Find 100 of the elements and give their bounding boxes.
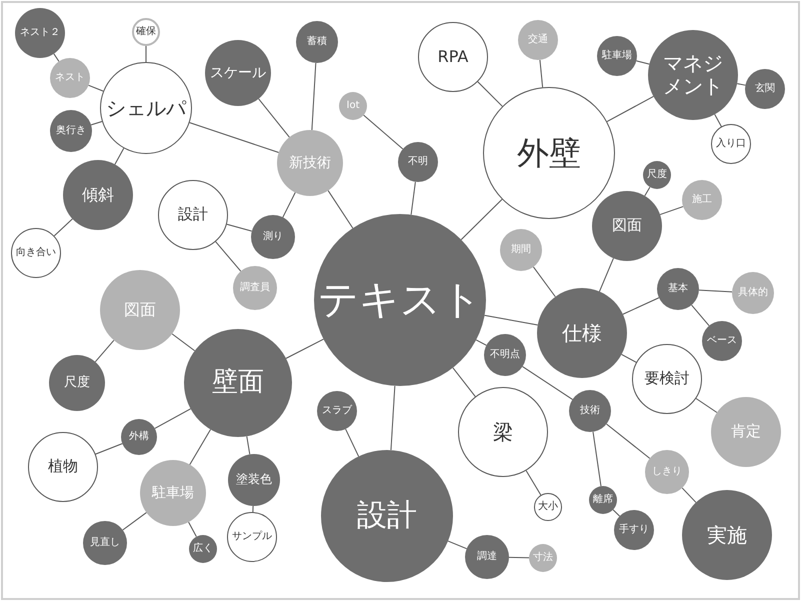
topic-circle xyxy=(745,69,785,109)
connector-line xyxy=(598,258,614,292)
connector-line xyxy=(363,114,404,150)
topic-circle xyxy=(227,512,277,562)
connector-line xyxy=(286,338,324,359)
topic-label: 手すり xyxy=(619,524,649,536)
connector-line xyxy=(189,429,212,466)
topic-label: スケール xyxy=(210,64,266,82)
connector-line xyxy=(682,487,696,503)
connector-line xyxy=(460,198,503,240)
topic-label: スラブ xyxy=(322,405,352,417)
topic-circle xyxy=(529,544,557,572)
connector-line xyxy=(54,218,73,236)
topic-label: 図面 xyxy=(124,300,156,320)
topic-label: テキスト xyxy=(318,277,482,323)
connector-line xyxy=(508,556,530,558)
topic-label: 不明点 xyxy=(490,349,520,361)
topic-circle xyxy=(534,493,562,521)
topic-label: 肯定 xyxy=(731,423,761,441)
topic-circle xyxy=(339,92,367,120)
topic-circle xyxy=(15,8,65,58)
connector-line xyxy=(636,60,650,65)
topic-label: 期間 xyxy=(511,244,531,256)
topic-label: 離席 xyxy=(593,494,613,506)
topic-label: 向き合い xyxy=(16,247,56,259)
topic-label: 蓄積 xyxy=(307,36,327,48)
topic-circle xyxy=(121,419,157,455)
connector-line xyxy=(484,314,538,326)
connector-line xyxy=(90,120,103,126)
topic-circle xyxy=(657,268,699,310)
topic-label: 寸法 xyxy=(533,552,553,564)
topic-label: シェルパ xyxy=(106,96,186,120)
connector-line xyxy=(94,340,114,362)
topic-label: 傾斜 xyxy=(82,186,114,204)
topic-label: 玄関 xyxy=(755,83,775,95)
connector-line xyxy=(172,333,196,352)
topic-label: ネスト２ xyxy=(20,27,60,39)
connector-line xyxy=(606,424,650,459)
connector-line xyxy=(122,512,147,530)
topic-label: 設計 xyxy=(357,498,417,534)
topic-circle xyxy=(317,391,357,431)
connector-line xyxy=(345,428,360,457)
connector-line xyxy=(522,366,573,400)
topic-label: 確保 xyxy=(136,26,156,38)
topic-label: 見直し xyxy=(90,537,120,549)
topic-label: 壁面 xyxy=(212,368,264,398)
topic-circle xyxy=(228,454,280,506)
connector-line xyxy=(698,290,733,292)
topic-label: 外構 xyxy=(129,431,149,443)
connector-line xyxy=(53,53,60,62)
topic-circle xyxy=(465,535,509,579)
connector-line xyxy=(644,186,650,196)
topic-label: しきり xyxy=(652,466,682,478)
topic-label: 測り xyxy=(263,231,283,243)
connector-line xyxy=(452,367,476,398)
topic-label: サンプル xyxy=(232,531,272,543)
topic-label: ネスト xyxy=(55,72,85,84)
topic-circle xyxy=(702,321,742,361)
connector-line xyxy=(696,398,718,413)
connector-line xyxy=(328,190,354,229)
topic-label: 奥行き xyxy=(56,125,86,137)
connector-line xyxy=(592,431,602,487)
topic-label: Iot xyxy=(346,100,360,112)
topic-circle xyxy=(597,36,637,76)
connector-line xyxy=(252,505,254,513)
topic-label: ベース xyxy=(707,335,737,347)
connector-line xyxy=(114,148,124,165)
topic-label: 尺度 xyxy=(647,169,667,181)
topic-circle xyxy=(398,142,438,182)
topic-label: 不明 xyxy=(408,156,428,168)
topic-circle xyxy=(189,535,217,563)
topic-circle xyxy=(50,58,90,98)
topic-circle xyxy=(732,272,774,314)
topic-label: 駐車場 xyxy=(602,50,632,62)
connector-line xyxy=(622,297,660,315)
topic-label: RPA xyxy=(438,48,468,66)
connector-line xyxy=(246,436,250,455)
topic-label: 広く xyxy=(193,543,213,555)
topic-label: 尺度 xyxy=(64,376,90,390)
topic-circle xyxy=(682,180,722,220)
topic-circle xyxy=(50,110,92,152)
connector-line xyxy=(448,540,468,550)
topic-label: 交通 xyxy=(528,34,548,46)
topic-circle xyxy=(132,18,160,46)
topic-circle xyxy=(140,460,206,526)
topic-label: 仕様 xyxy=(562,322,602,344)
topic-label: 設計 xyxy=(178,206,208,224)
connector-line xyxy=(258,98,290,138)
topic-circle xyxy=(296,21,338,63)
topic-circle xyxy=(83,521,127,565)
connector-line xyxy=(539,59,544,88)
connector-line xyxy=(88,84,104,92)
topic-label: 梁 xyxy=(493,420,513,444)
connector-line xyxy=(621,354,637,363)
connector-line xyxy=(526,470,542,496)
connector-line xyxy=(714,114,722,127)
connector-line xyxy=(215,241,242,272)
connector-line xyxy=(532,266,556,298)
topic-circle xyxy=(589,486,617,514)
topic-label: 塗装色 xyxy=(236,473,272,487)
